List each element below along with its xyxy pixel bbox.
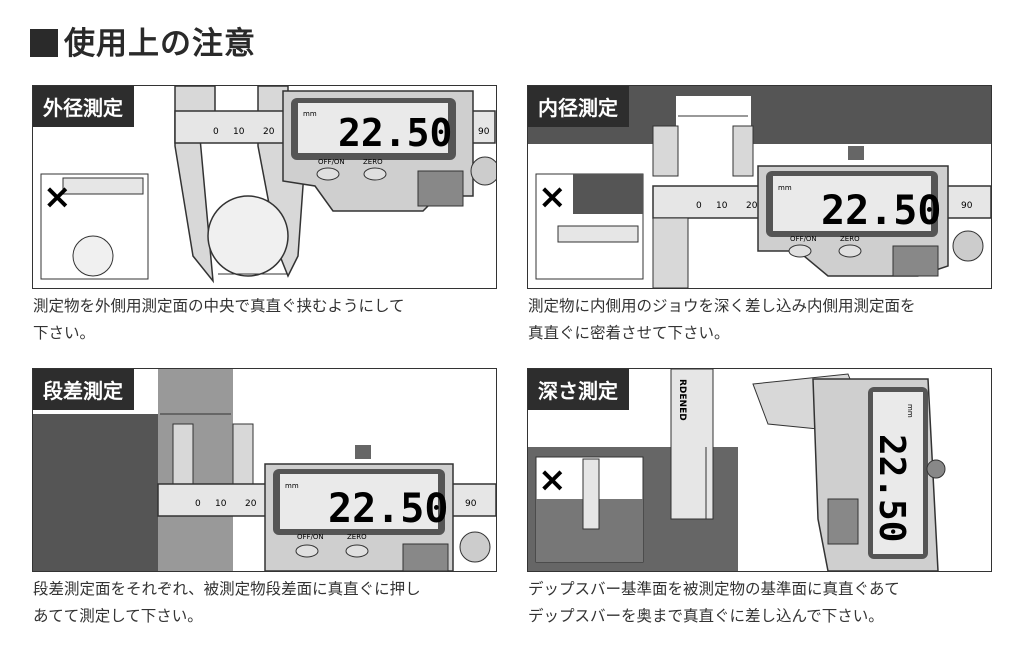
caption-outside: 測定物を外側用測定面の中央で真直ぐ挟むようにして 下さい。 bbox=[33, 293, 513, 347]
thumb-roller[interactable] bbox=[892, 245, 939, 277]
off-on-button[interactable] bbox=[295, 544, 319, 558]
zero-button[interactable] bbox=[363, 167, 387, 181]
thumb-roller[interactable] bbox=[827, 498, 859, 545]
illustration-shape bbox=[652, 217, 689, 288]
wrong-mark-icon: × bbox=[43, 177, 72, 217]
page-title-text: 使用上の注意 bbox=[64, 26, 256, 62]
caption-depth: デップスバー基準面を被測定物の基準面に真直ぐあて デップスバーを奥まで真直ぐに差… bbox=[528, 576, 1008, 630]
illustration-shape bbox=[62, 177, 144, 195]
caliper-illustration: 0 10 20 90 mm 22.50 OFF/ON ZERO × bbox=[40, 86, 496, 284]
page-title: 使用上の注意 bbox=[30, 18, 256, 63]
panel-step-measurement: 段差測定 0 10 20 90 mm 22.50 OFF/ON ZERO bbox=[32, 368, 497, 572]
round-workpiece bbox=[207, 195, 289, 277]
caliper-illustration: RDENED × mm 22.50 bbox=[528, 369, 946, 571]
lock-screw-icon[interactable] bbox=[848, 146, 864, 160]
panel-label: 段差測定 bbox=[33, 369, 134, 410]
caption-line: 下さい。 bbox=[33, 324, 96, 342]
lcd-screen bbox=[873, 392, 923, 554]
caption-line: 測定物を外側用測定面の中央で真直ぐ挟むようにして bbox=[33, 297, 405, 315]
scale-tick-label: 0 bbox=[213, 127, 219, 137]
scale-tick-label: 20 bbox=[746, 201, 758, 211]
caption-line: 真直ぐに密着させて下さい。 bbox=[528, 324, 730, 342]
caption-step: 段差測定面をそれぞれ、被測定物段差面に真直ぐに押し あてて測定して下さい。 bbox=[33, 576, 513, 630]
lock-screw-icon[interactable] bbox=[470, 156, 496, 186]
unit-label: mm bbox=[285, 482, 299, 490]
zero-button[interactable] bbox=[838, 244, 862, 258]
illustration-shape bbox=[172, 423, 194, 490]
illustration-shape bbox=[459, 531, 491, 563]
workpiece-step bbox=[158, 369, 233, 571]
scale-tick-label: 0 bbox=[195, 499, 201, 509]
panel-label: 深さ測定 bbox=[528, 369, 629, 410]
scale-tick-label: 10 bbox=[215, 499, 227, 509]
unit-label: mm bbox=[778, 184, 792, 192]
illustration-shape bbox=[72, 235, 114, 277]
lcd-reading: 22.50 bbox=[338, 111, 452, 155]
scale-tick-label: 20 bbox=[245, 499, 257, 509]
lcd-reading: 22.50 bbox=[871, 434, 912, 542]
lcd-screen bbox=[280, 474, 438, 529]
button-off-label: OFF/ON bbox=[318, 158, 345, 166]
off-on-button[interactable] bbox=[316, 167, 340, 181]
lcd-reading: 22.50 bbox=[821, 188, 941, 234]
workpiece-low bbox=[33, 414, 158, 571]
scale-tick-label: 90 bbox=[478, 127, 490, 137]
illustration-shape bbox=[732, 125, 754, 177]
unit-label: mm bbox=[906, 404, 914, 418]
illustration-shape bbox=[582, 458, 600, 530]
lock-screw-icon[interactable] bbox=[355, 445, 371, 459]
lcd-screen bbox=[298, 103, 448, 153]
thumb-roller[interactable] bbox=[417, 170, 464, 207]
panel-depth-measurement: 深さ測定 RDENED × mm 22.50 bbox=[527, 368, 992, 572]
caption-line: デップスバーを奥まで真直ぐに差し込んで下さい。 bbox=[528, 607, 884, 625]
button-off-label: OFF/ON bbox=[790, 235, 817, 243]
lock-screw-icon[interactable] bbox=[926, 459, 946, 479]
caption-line: デップスバー基準面を被測定物の基準面に真直ぐあて bbox=[528, 580, 900, 598]
panel-outside-measurement: 外径測定 0 10 20 90 mm 22.50 OFF/ON ZERO × bbox=[32, 85, 497, 289]
panel-label: 内径測定 bbox=[528, 86, 629, 127]
button-zero-label: ZERO bbox=[347, 533, 367, 541]
illustration-shape bbox=[573, 174, 643, 214]
caption-line: あてて測定して下さい。 bbox=[33, 607, 203, 625]
wrong-mark-icon: × bbox=[538, 460, 567, 500]
illustration-shape bbox=[232, 423, 254, 490]
scale-tick-label: 90 bbox=[961, 201, 973, 211]
panel-inside-measurement: 内径測定 0 10 20 90 mm 22.50 OFF/ON ZERO × bbox=[527, 85, 992, 289]
lcd-screen bbox=[773, 176, 931, 231]
lcd-reading: 22.50 bbox=[328, 486, 448, 532]
caption-inside: 測定物に内側用のジョウを深く差し込み内側用測定面を 真直ぐに密着させて下さい。 bbox=[528, 293, 1008, 347]
illustration-shape bbox=[652, 125, 679, 177]
caliper-illustration: 0 10 20 90 mm 22.50 OFF/ON ZERO bbox=[33, 369, 496, 571]
wrong-mark-icon: × bbox=[538, 177, 567, 217]
thumb-roller[interactable] bbox=[402, 543, 449, 571]
caption-line: 段差測定面をそれぞれ、被測定物段差面に真直ぐに押し bbox=[33, 580, 421, 598]
illustration-shape bbox=[557, 225, 639, 243]
off-on-button[interactable] bbox=[788, 244, 812, 258]
scale-tick-label: 90 bbox=[465, 499, 477, 509]
button-off-label: OFF/ON bbox=[297, 533, 324, 541]
button-zero-label: ZERO bbox=[363, 158, 383, 166]
scale-tick-label: 10 bbox=[716, 201, 728, 211]
zero-button[interactable] bbox=[345, 544, 369, 558]
button-zero-label: ZERO bbox=[840, 235, 860, 243]
depth-bar-text: RDENED bbox=[677, 379, 687, 421]
scale-tick-label: 20 bbox=[263, 127, 275, 137]
scale-tick-label: 0 bbox=[696, 201, 702, 211]
square-bullet-icon bbox=[30, 29, 58, 57]
panel-label: 外径測定 bbox=[33, 86, 134, 127]
unit-label: mm bbox=[303, 110, 317, 118]
illustration-shape bbox=[952, 230, 984, 262]
caption-line: 測定物に内側用のジョウを深く差し込み内側用測定面を bbox=[528, 297, 916, 315]
scale-tick-label: 10 bbox=[233, 127, 245, 137]
